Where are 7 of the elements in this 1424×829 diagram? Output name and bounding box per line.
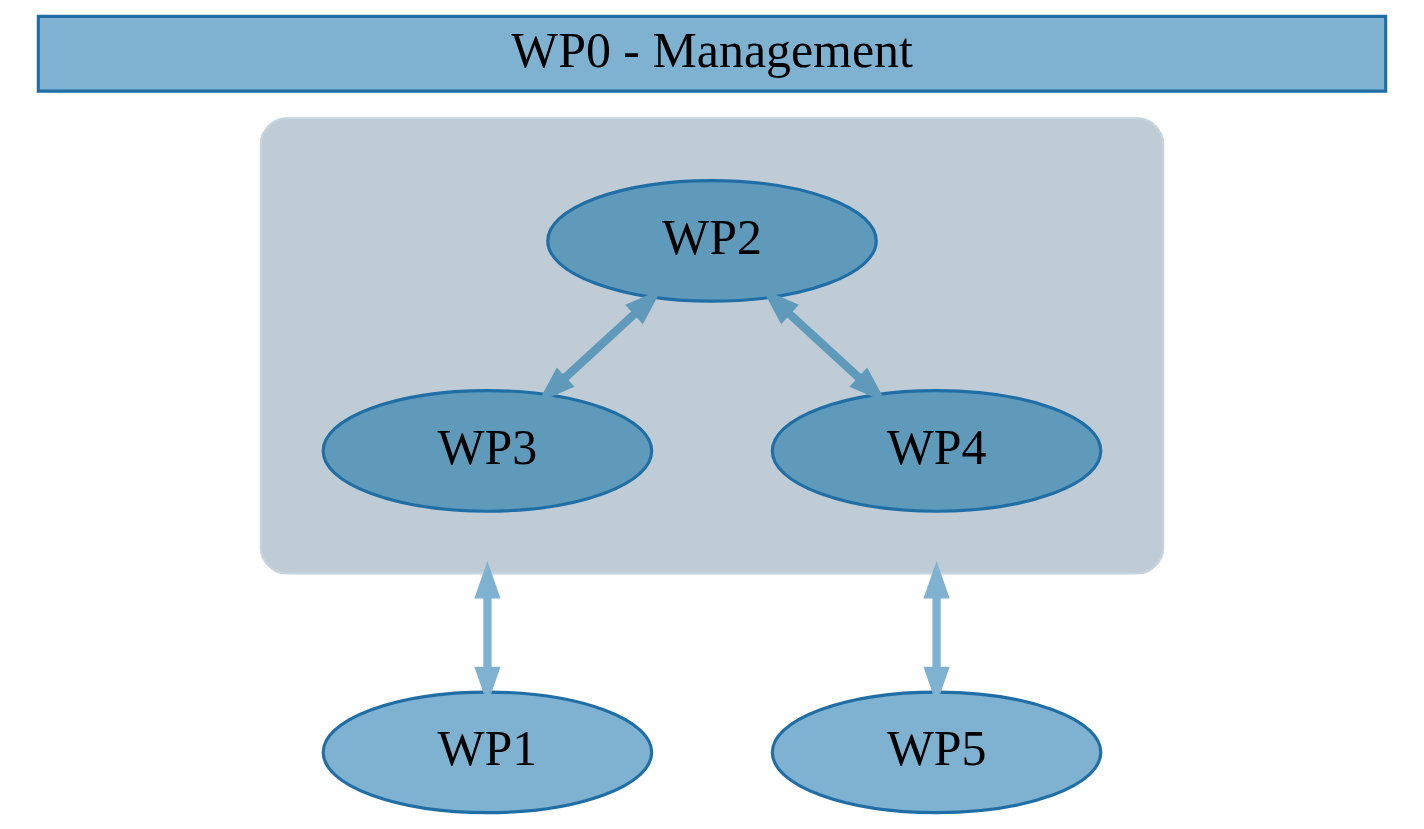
node-ellipse: WP5 (770, 690, 1103, 815)
node-ellipse: WP4 (770, 389, 1103, 513)
node-ellipse: WP2 (546, 179, 878, 303)
node-ellipse: WP3 (321, 389, 654, 513)
cluster (259, 117, 1165, 575)
node-ellipse: WP1 (321, 690, 654, 815)
node-box: WP0 - Management (36, 14, 1388, 93)
